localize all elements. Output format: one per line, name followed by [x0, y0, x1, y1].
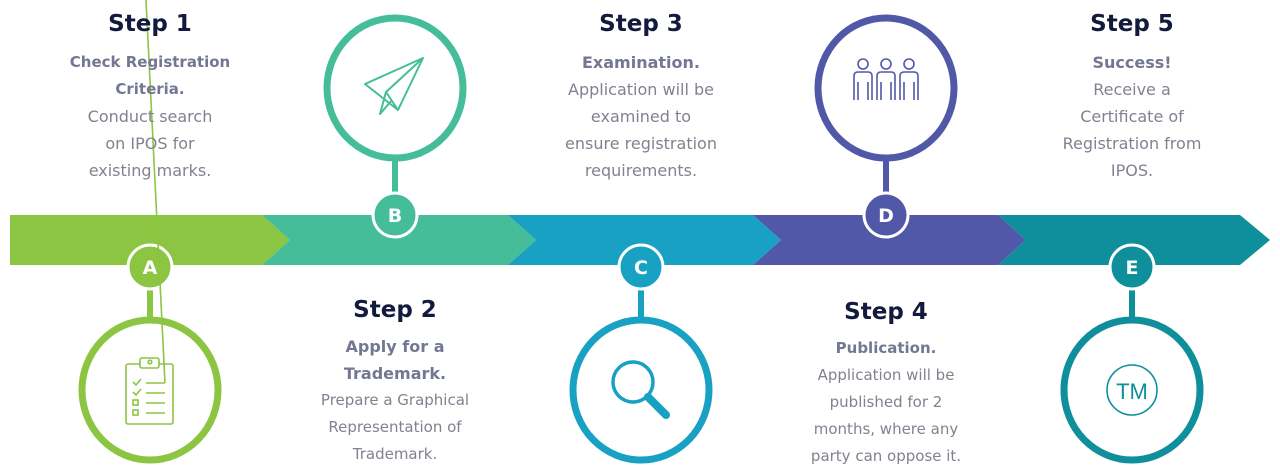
step-heading: Step 3 — [599, 11, 683, 37]
arrow-segment-a — [10, 215, 290, 265]
node-d: D — [814, 14, 958, 239]
step-subtitle: Examination. — [582, 53, 700, 72]
arrow-segment-e — [998, 215, 1270, 265]
tm-icon: TM — [1106, 364, 1158, 416]
svg-text:B: B — [388, 205, 402, 227]
svg-text:TM: TM — [1116, 379, 1148, 404]
people-group-icon — [853, 58, 919, 100]
step-heading: Step 4 — [844, 299, 928, 325]
node-c: C — [569, 243, 713, 464]
paper-plane-icon — [364, 57, 424, 115]
step-subtitle: Publication. — [835, 339, 937, 357]
svg-text:E: E — [1126, 257, 1139, 279]
step-heading: Step 2 — [353, 297, 437, 323]
arrow-segment-b — [262, 215, 536, 265]
svg-text:A: A — [143, 257, 158, 279]
svg-text:D: D — [878, 205, 894, 227]
arrow-segment-d — [753, 215, 1026, 265]
node-a: A — [78, 0, 222, 464]
step-subtitle: Success! — [1092, 53, 1172, 72]
node-b: B — [323, 14, 467, 239]
magnifier-icon — [611, 360, 670, 419]
clipboard-checklist-icon — [125, 0, 174, 425]
node-e: E TM — [1060, 243, 1204, 464]
step-heading: Step 1 — [108, 11, 192, 37]
arrow-segment-c — [508, 215, 781, 265]
step-heading: Step 5 — [1090, 11, 1174, 37]
svg-text:C: C — [634, 257, 648, 279]
